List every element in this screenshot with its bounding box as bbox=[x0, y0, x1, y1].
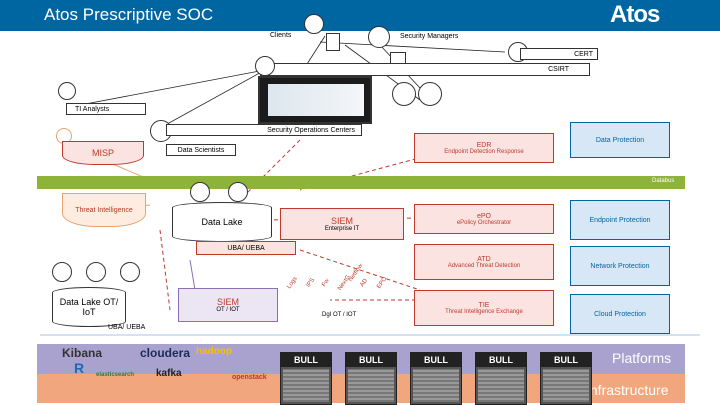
cloudera-logo: cloudera bbox=[140, 346, 191, 360]
csirt-box: CSIRT bbox=[260, 63, 590, 76]
page-title: Atos Prescriptive SOC bbox=[44, 5, 214, 24]
clients-icon bbox=[304, 14, 324, 34]
epo-box: ePO ePolicy Orchestrator bbox=[414, 204, 554, 234]
security-managers-icon bbox=[368, 26, 390, 48]
server-4-label: BULL bbox=[476, 353, 526, 367]
siem-ot-title: SIEM bbox=[216, 297, 239, 307]
server-2-label: BULL bbox=[346, 353, 396, 367]
kafka-logo: kafka bbox=[156, 368, 182, 379]
tie-subtitle: Threat Intelligence Exchange bbox=[445, 308, 523, 315]
epo-title: ePO bbox=[476, 212, 491, 220]
dgi-label: DgI OT / IOT bbox=[322, 312, 357, 318]
kibana-logo: Kibana bbox=[62, 346, 103, 360]
analytics-icon-2 bbox=[228, 182, 248, 202]
ot-icon-2 bbox=[86, 262, 106, 282]
atos-logo: Atos bbox=[610, 1, 660, 28]
uba-ueba-box: UBA/ UEBA bbox=[196, 241, 296, 255]
data-scientists-box: Data Scientists bbox=[166, 144, 236, 156]
platforms-label: Platforms bbox=[612, 350, 672, 366]
server-2: BULL bbox=[345, 352, 397, 405]
server-3-label: BULL bbox=[411, 353, 461, 367]
ot-search-icon bbox=[120, 262, 140, 282]
databus-label: Databus bbox=[652, 178, 675, 184]
dashboard-preview bbox=[268, 84, 364, 116]
atd-title: ATD bbox=[477, 255, 491, 263]
soc-screen bbox=[258, 76, 372, 124]
misp-box: MISP bbox=[62, 141, 144, 165]
endpoint-protection-box: Endpoint Protection bbox=[570, 200, 670, 240]
csirt-icon bbox=[255, 56, 275, 76]
analytics-icon-1 bbox=[190, 182, 210, 202]
clients-label: Clients bbox=[270, 32, 292, 39]
data-lake-ot-cylinder: Data Lake OT/ IoT bbox=[52, 287, 126, 327]
siem-ot-subtitle: OT / IOT bbox=[216, 307, 240, 313]
siem-subtitle: Enterprise IT bbox=[324, 226, 360, 232]
team-icon bbox=[392, 82, 416, 106]
doc-icon bbox=[326, 33, 340, 51]
server-1-label: BULL bbox=[281, 353, 331, 367]
uba-ueba-2-label: UBA/ UEBA bbox=[108, 324, 146, 331]
server-4: BULL bbox=[475, 352, 527, 405]
header-bar bbox=[0, 0, 720, 31]
refresh-icon bbox=[418, 82, 442, 106]
server-1: BULL bbox=[280, 352, 332, 405]
databus-bar bbox=[37, 176, 685, 189]
epo-subtitle: ePolicy Orchestrator bbox=[456, 219, 512, 226]
ti-analysts-icon bbox=[58, 82, 76, 100]
threat-intel-box: Threat Intelligence bbox=[62, 193, 146, 227]
edr-subtitle: Endpoint Detection Response bbox=[444, 148, 524, 155]
hadoop-logo: hadoop bbox=[196, 346, 233, 357]
edr-title: EDR bbox=[476, 141, 492, 149]
elasticsearch-logo: elasticsearch bbox=[96, 372, 135, 378]
tie-title: TIE bbox=[478, 301, 490, 309]
edr-box: EDR Endpoint Detection Response bbox=[414, 133, 554, 163]
soc-box: Security Operations Centers bbox=[166, 124, 362, 136]
server-5: BULL bbox=[540, 352, 592, 405]
atd-box: ATD Advanced Threat Detection bbox=[414, 244, 554, 280]
siem-title: SIEM bbox=[330, 216, 353, 226]
data-protection-box: Data Protection bbox=[570, 122, 670, 158]
r-logo: R bbox=[74, 360, 85, 376]
siem-box: SIEM Enterprise IT bbox=[280, 208, 404, 240]
cloud-protection-box: Cloud Protection bbox=[570, 294, 670, 334]
server-3: BULL bbox=[410, 352, 462, 405]
cert-box: CERT bbox=[520, 48, 598, 60]
ti-analysts-box: TI Analysts bbox=[66, 103, 146, 115]
security-managers-label: Security Managers bbox=[400, 33, 459, 40]
server-5-label: BULL bbox=[541, 353, 591, 367]
atd-subtitle: Advanced Threat Detection bbox=[447, 262, 521, 269]
siem-ot-box: SIEM OT / IOT bbox=[178, 288, 278, 322]
ot-icon-1 bbox=[52, 262, 72, 282]
openstack-logo: openstack bbox=[232, 374, 267, 381]
data-lake-cylinder: Data Lake bbox=[172, 202, 272, 242]
infrastructure-label: Infrastructure bbox=[586, 382, 669, 398]
network-protection-box: Network Protection bbox=[570, 246, 670, 286]
tie-box: TIE Threat Intelligence Exchange bbox=[414, 290, 554, 326]
